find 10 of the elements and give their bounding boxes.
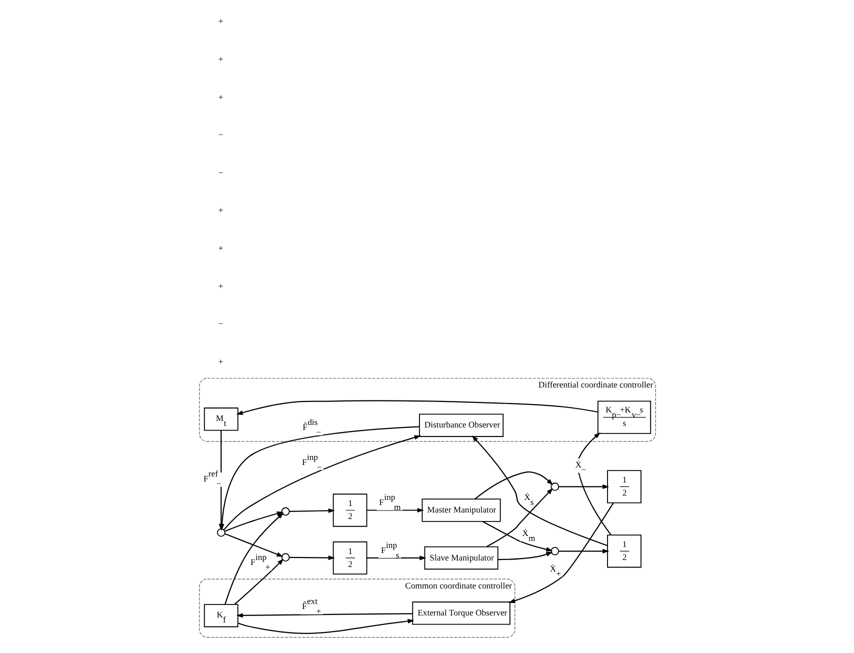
label: + <box>218 243 223 254</box>
label: − <box>218 130 223 140</box>
label: − <box>218 167 223 178</box>
label: + <box>218 280 223 291</box>
label: + <box>218 356 223 366</box>
label: + <box>218 16 223 26</box>
label: + <box>218 54 223 64</box>
label: + <box>218 205 223 216</box>
label: − <box>218 318 223 329</box>
label: + <box>218 92 223 102</box>
